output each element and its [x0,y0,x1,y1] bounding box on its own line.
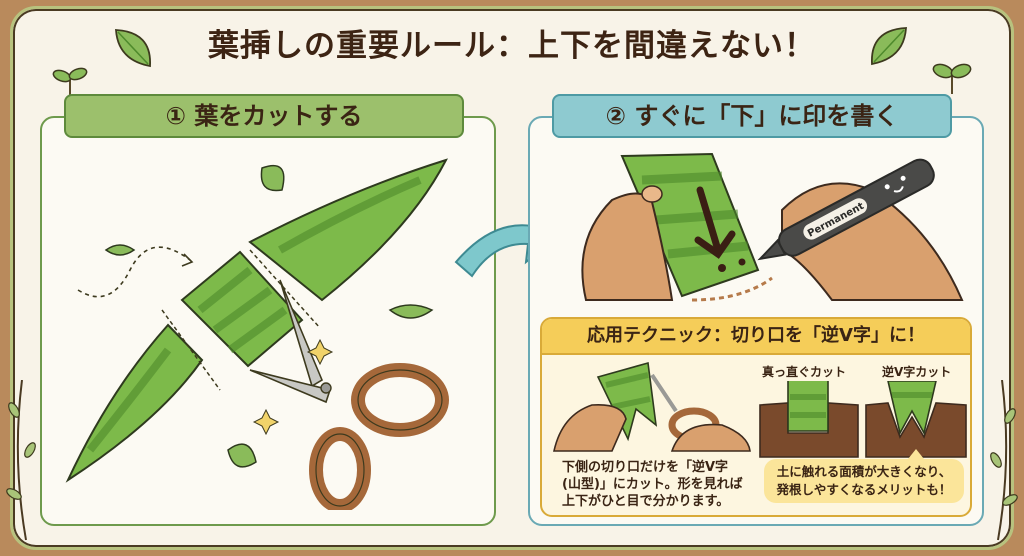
page-title: 葉挿しの重要ルール：上下を間違えない！ [208,28,816,64]
leaf-icon [871,27,907,66]
tip-description: 下側の切り口だけを「逆V字 (山型)」にカット。形を見れば 上下がひと目で分かり… [562,459,743,510]
cut-leaf-illustration [65,158,449,510]
vine-decoration-icon [6,380,36,541]
tip-description-line: 上下がひと目で分かります。 [562,494,730,509]
step-1-header: ① 葉をカットする [64,94,464,138]
vine-decoration-icon [990,380,1018,541]
tip-description-line: (山型)」にカット。形を見れば [562,477,743,492]
sprout-icon [932,63,972,94]
tip-description-line: 下側の切り口だけを「逆V字 [562,460,729,475]
vcut-hands-illustration [553,361,751,452]
vcut-label: 逆V字カット [882,365,952,379]
benefit-line: 土に触れる面積が大きくなり、 [776,464,952,479]
benefit-bubble: 土に触れる面積が大きくなり、 発根しやすくなるメリットも！ [764,449,964,503]
tip-box: 応用テクニック：切り口を「逆V字」に！ 下側の切り口だけを「逆V字 (山型)」に… [540,317,972,517]
mark-leaf-illustration: Permanent [581,152,964,302]
leaf-icon [115,29,151,68]
step-2-header: ② すぐに「下」に印を書く [552,94,952,138]
benefit-line: 発根しやすくなるメリットも！ [776,482,952,497]
tip-header: 応用テクニック：切り口を「逆V字」に！ [542,319,970,355]
soil-comparison-illustration [759,381,967,458]
straight-cut-label: 真っ直ぐカット [762,365,847,379]
